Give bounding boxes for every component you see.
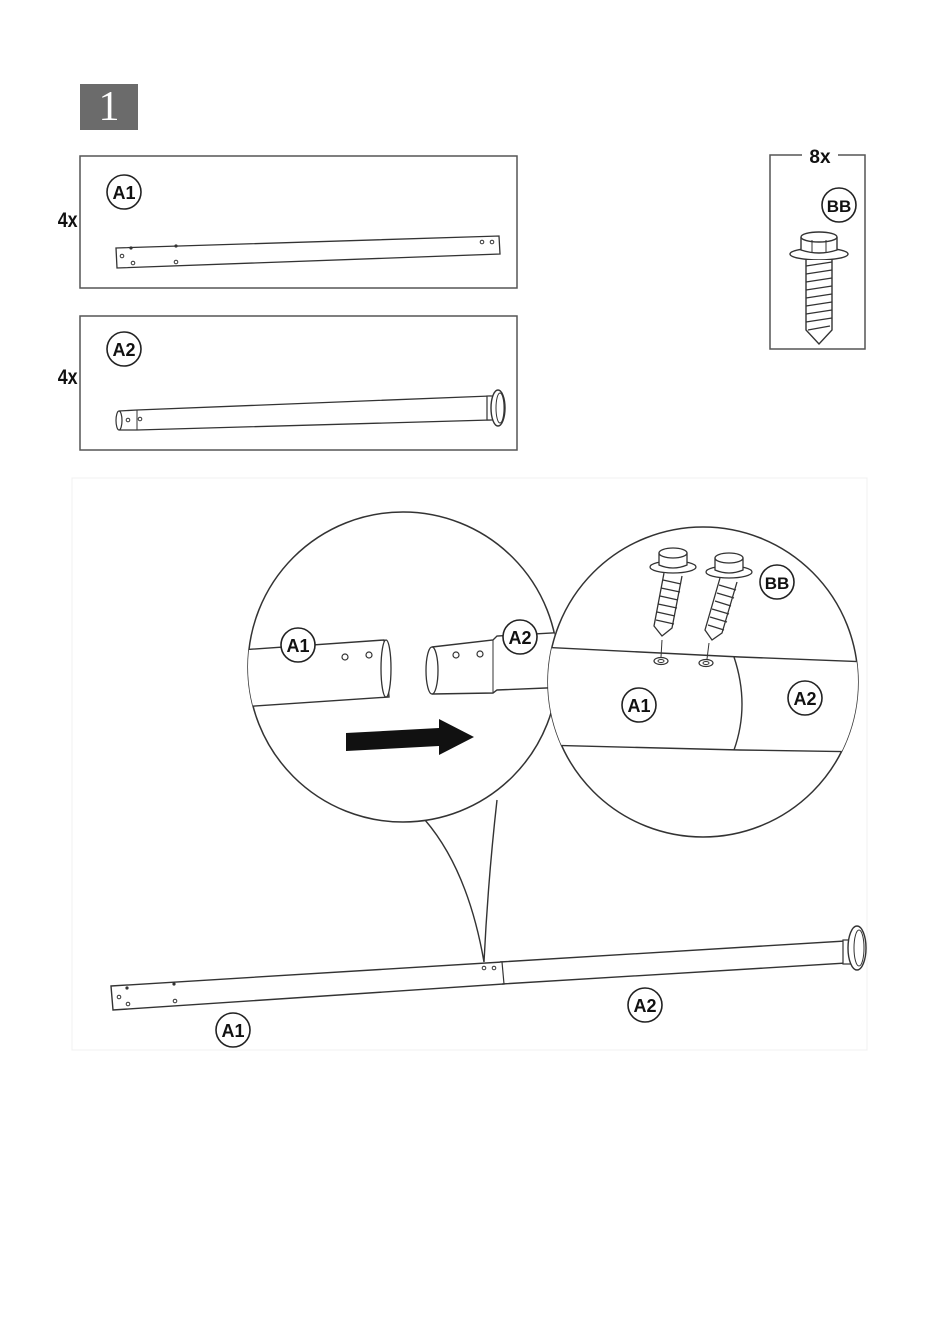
detail-bolt-tube: BB A1 A2: [540, 527, 870, 837]
svg-text:A2: A2: [112, 340, 135, 360]
svg-text:A2: A2: [793, 689, 816, 709]
svg-text:BB: BB: [765, 574, 790, 593]
assembly-label-a1: A1: [216, 1013, 250, 1047]
svg-text:A1: A1: [286, 636, 309, 656]
part-bb-box: 8x BB: [770, 147, 865, 349]
part-bb-quantity: 8x: [809, 147, 831, 168]
part-a1-label: A1: [107, 175, 141, 209]
bolt-icon: [790, 232, 848, 344]
svg-text:A2: A2: [508, 628, 531, 648]
svg-text:A1: A1: [112, 183, 135, 203]
assembled-bar: [111, 926, 866, 1010]
svg-text:A1: A1: [627, 696, 650, 716]
part-a2-label: A2: [107, 332, 141, 366]
part-a2-tube: [116, 390, 505, 430]
detail-insert-tube: A1 A2: [240, 512, 570, 822]
detail-right-label-a1: A1: [622, 688, 656, 722]
svg-text:BB: BB: [827, 197, 852, 216]
assembly-label-a2: A2: [628, 988, 662, 1022]
part-a1-box: A1: [80, 156, 517, 288]
detail-right-label-bb: BB: [760, 565, 794, 599]
svg-text:A2: A2: [633, 996, 656, 1016]
part-bb-label: BB: [822, 188, 856, 222]
detail-left-label-a2: A2: [503, 620, 537, 654]
part-a1-tube: [116, 236, 500, 268]
svg-text:A1: A1: [221, 1021, 244, 1041]
part-a2-box: A2: [80, 316, 517, 450]
detail-left-label-a1: A1: [281, 628, 315, 662]
detail-right-label-a2: A2: [788, 681, 822, 715]
